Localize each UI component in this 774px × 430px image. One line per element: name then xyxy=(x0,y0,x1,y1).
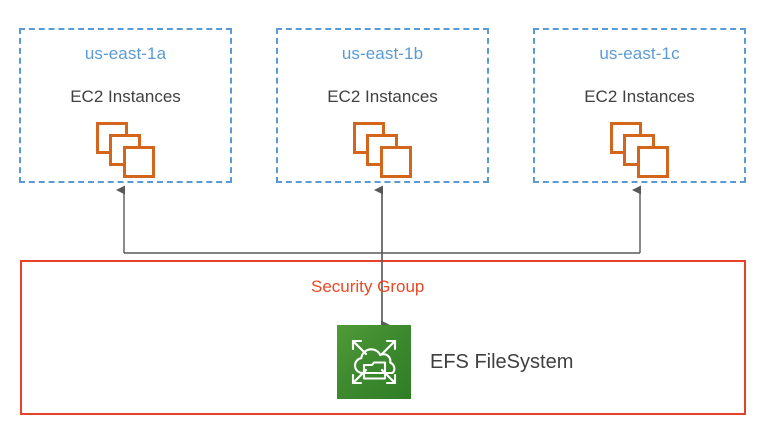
az-title-us-east-1c: us-east-1c xyxy=(599,44,680,63)
efs-filesystem-label: EFS FileSystem xyxy=(430,351,574,373)
availability-zone-us-east-1b[interactable]: us-east-1b EC2 Instances xyxy=(276,28,489,183)
ec2-instances-icon xyxy=(353,122,415,178)
az-title-us-east-1a: us-east-1a xyxy=(84,44,167,63)
az-resource-label-us-east-1c: EC2 Instances xyxy=(584,87,695,106)
ec2-instances-icon xyxy=(96,122,158,178)
az-title-us-east-1b: us-east-1b xyxy=(341,44,424,63)
az-resource-label-us-east-1a: EC2 Instances xyxy=(70,87,181,106)
efs-cloud-shape xyxy=(353,348,396,375)
efs-folder-shape xyxy=(362,361,387,380)
efs-icon-glyph xyxy=(351,339,397,385)
az-resource-label-us-east-1b: EC2 Instances xyxy=(327,87,438,106)
availability-zone-us-east-1c[interactable]: us-east-1c EC2 Instances xyxy=(533,28,746,183)
security-group-label: Security Group xyxy=(311,277,425,296)
ec2-instances-icon xyxy=(610,122,672,178)
ec2-square-front xyxy=(637,146,669,178)
security-group-box[interactable] xyxy=(20,260,746,415)
availability-zone-us-east-1a[interactable]: us-east-1a EC2 Instances xyxy=(19,28,232,183)
ec2-square-front xyxy=(123,146,155,178)
efs-filesystem-icon xyxy=(337,325,411,399)
ec2-square-front xyxy=(380,146,412,178)
